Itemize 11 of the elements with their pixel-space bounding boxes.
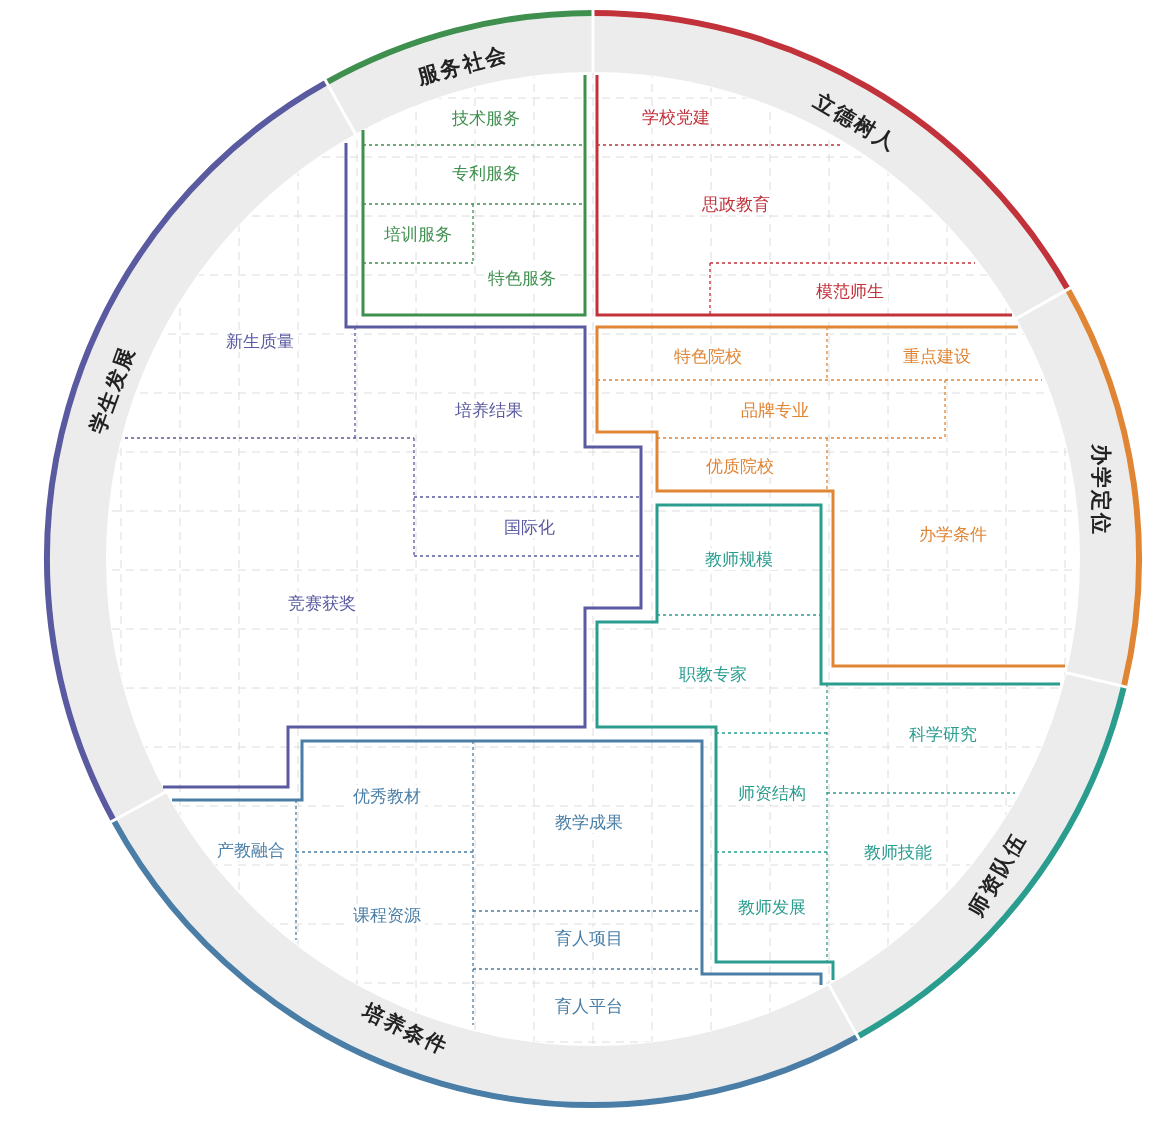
sector-heading: 培养条件 bbox=[357, 998, 454, 1062]
item-label: 教师规模 bbox=[701, 548, 777, 570]
sector-heading: 师资队伍 bbox=[962, 827, 1032, 923]
item-label: 课程资源 bbox=[349, 904, 425, 926]
sector-heading: 办学定位 bbox=[1087, 444, 1114, 536]
sector-heading: 立德树人 bbox=[808, 87, 903, 158]
item-label: 优秀教材 bbox=[349, 785, 425, 807]
sector-heading: 学生发展 bbox=[84, 341, 141, 439]
item-label: 新生质量 bbox=[222, 330, 298, 352]
sector-heading: 服务社会 bbox=[414, 40, 512, 91]
item-label: 思政教育 bbox=[698, 193, 774, 215]
